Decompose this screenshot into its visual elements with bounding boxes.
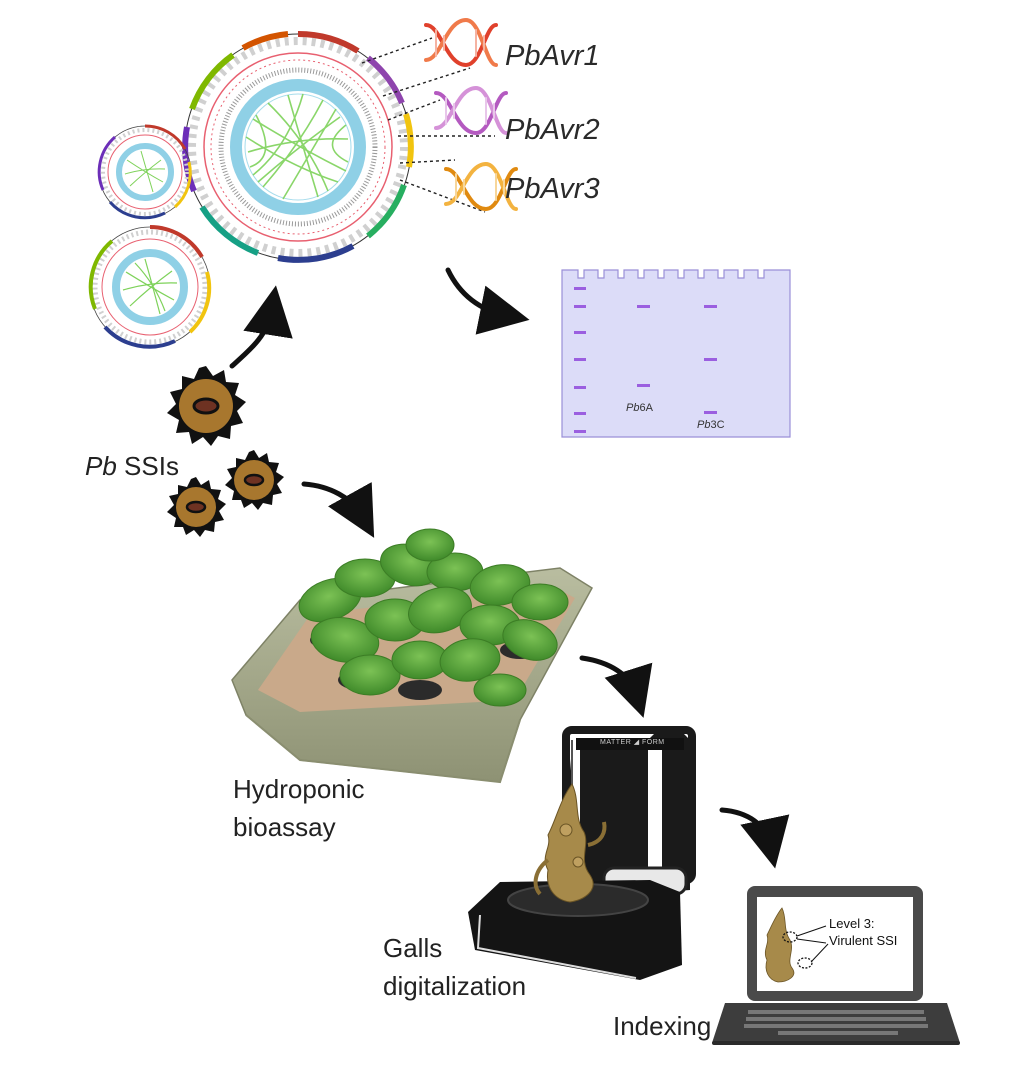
arrow-bioassay-to-scan [579, 655, 653, 718]
dna-helix-3 [444, 161, 518, 212]
genome-circos-small-2 [88, 224, 212, 349]
dna-helix-1 [424, 17, 498, 68]
gall-sample [533, 783, 607, 903]
spore-3 [167, 477, 226, 537]
arrow-genome-to-gel [445, 267, 530, 335]
gel-lane-label-2-italic: Pb [697, 419, 711, 431]
scan-label-line1: Galls [383, 933, 443, 963]
bioassay-label-line2: bioassay [233, 812, 336, 842]
spore-1 [167, 366, 246, 446]
plant-leaves [298, 528, 569, 707]
arrow-spores-to-bioassay [301, 481, 375, 538]
flow-arrows [229, 267, 790, 869]
genome-circos-small-1 [97, 124, 192, 220]
gel-lane-label-1-italic: Pb [626, 402, 640, 414]
screen-label-line1: Level 3: [829, 916, 875, 931]
hydroponic-tray [231, 528, 593, 784]
gel-bands [574, 287, 717, 433]
dna-helix-2 [434, 85, 508, 136]
gene-label-1: PbAvr1 [505, 40, 600, 72]
arrow-scan-to-index [719, 807, 790, 869]
indexing-label: Indexing [613, 1011, 712, 1041]
pathogen-label-italic: Pb [85, 451, 117, 481]
gel-lane-label-2: Pb3C [697, 419, 725, 432]
scanner-brand: MATTER ◢ FORM [600, 739, 665, 746]
gel-lane-label-2-rest: 3C [710, 419, 725, 431]
gel-lane-label-1: Pb6A [626, 402, 653, 415]
pathogen-label-rest: SSIs [116, 451, 179, 481]
laptop [712, 886, 960, 1045]
gene-leader-lines [361, 37, 495, 213]
gene-label-2: PbAvr2 [505, 114, 600, 146]
gel-image [561, 269, 791, 438]
scanner-device [468, 726, 696, 980]
keyboard [744, 1010, 928, 1035]
arrow-spores-to-genome [229, 285, 293, 369]
gel-lane-label-1-rest: 6A [639, 402, 653, 414]
screen-gall [764, 907, 795, 983]
scan-label-line2: digitalization [383, 971, 527, 1001]
pathogen-label: Pb SSIs [85, 451, 179, 482]
genome-circos-large [182, 30, 414, 263]
callout-lines [796, 925, 829, 962]
screen-label-line2: Virulent SSI [829, 933, 898, 948]
spore-2 [225, 450, 284, 510]
gene-label-3: PbAvr3 [505, 173, 600, 205]
bioassay-label-line1: Hydroponic [233, 774, 365, 804]
gall-highlights [782, 931, 813, 969]
